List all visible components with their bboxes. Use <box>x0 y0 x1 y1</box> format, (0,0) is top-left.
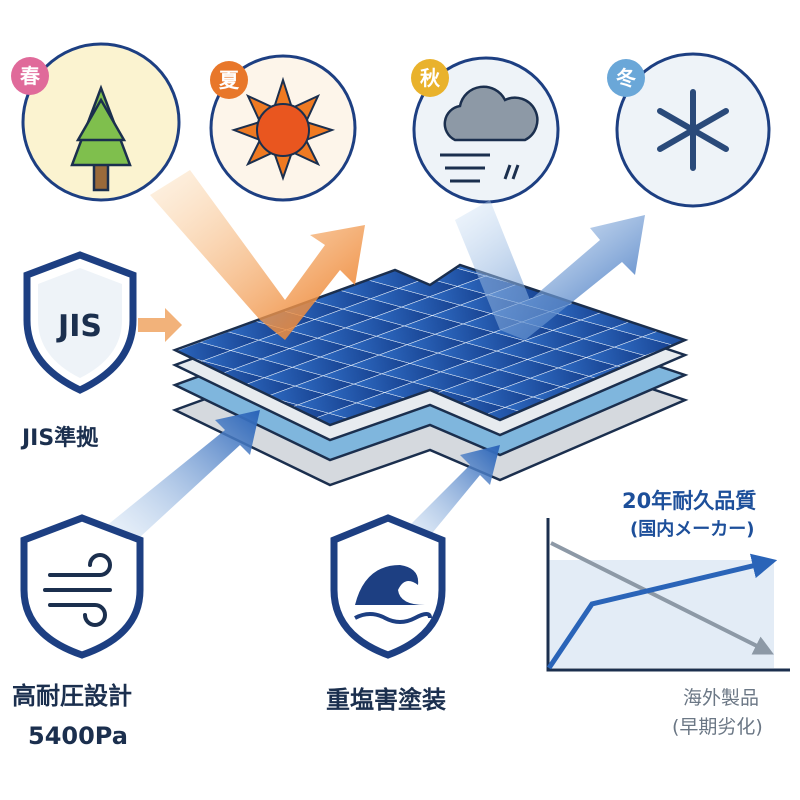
pressure-label: 高耐圧設計 <box>12 682 132 710</box>
wave-shield <box>330 514 446 659</box>
sunlight-arrow <box>150 170 365 340</box>
tree-icon <box>70 84 132 192</box>
snowflake-icon <box>657 89 729 171</box>
overseas-line <box>550 541 774 655</box>
durability-chart <box>546 518 790 672</box>
storm-cloud-icon <box>440 85 539 183</box>
chart-axes <box>546 518 790 672</box>
season-spring: 春 <box>11 42 181 202</box>
weather-arrow <box>455 200 645 340</box>
jis-shield: JIS <box>23 251 137 394</box>
pressure-value: 5400Pa <box>28 722 128 750</box>
jis-arrow <box>138 308 182 342</box>
season-summer: 夏 <box>209 54 357 202</box>
season-badge: 冬 <box>616 66 636 90</box>
jis-label: JIS準拠 <box>22 426 99 451</box>
pressure-arrow <box>95 410 260 560</box>
wind-icon <box>43 553 112 627</box>
season-badge: 夏 <box>219 68 240 92</box>
season-winter: 冬 <box>607 52 771 208</box>
salt-label: 重塩害塗装 <box>326 686 446 714</box>
season-badge: 秋 <box>420 66 441 90</box>
jis-badge-text: JIS <box>56 309 102 344</box>
overseas-label: 海外製品 <box>683 687 760 709</box>
domestic-label: 20年耐久品質 <box>622 489 757 513</box>
sun-icon <box>230 76 336 182</box>
season-badge: 春 <box>19 64 41 88</box>
wind-shield <box>20 514 144 659</box>
wave-icon <box>354 565 432 624</box>
season-autumn: 秋 <box>411 56 560 204</box>
overseas-sub: (早期劣化) <box>672 716 763 738</box>
domestic-sub: (国内メーカー) <box>630 519 755 540</box>
domestic-line <box>546 553 778 670</box>
